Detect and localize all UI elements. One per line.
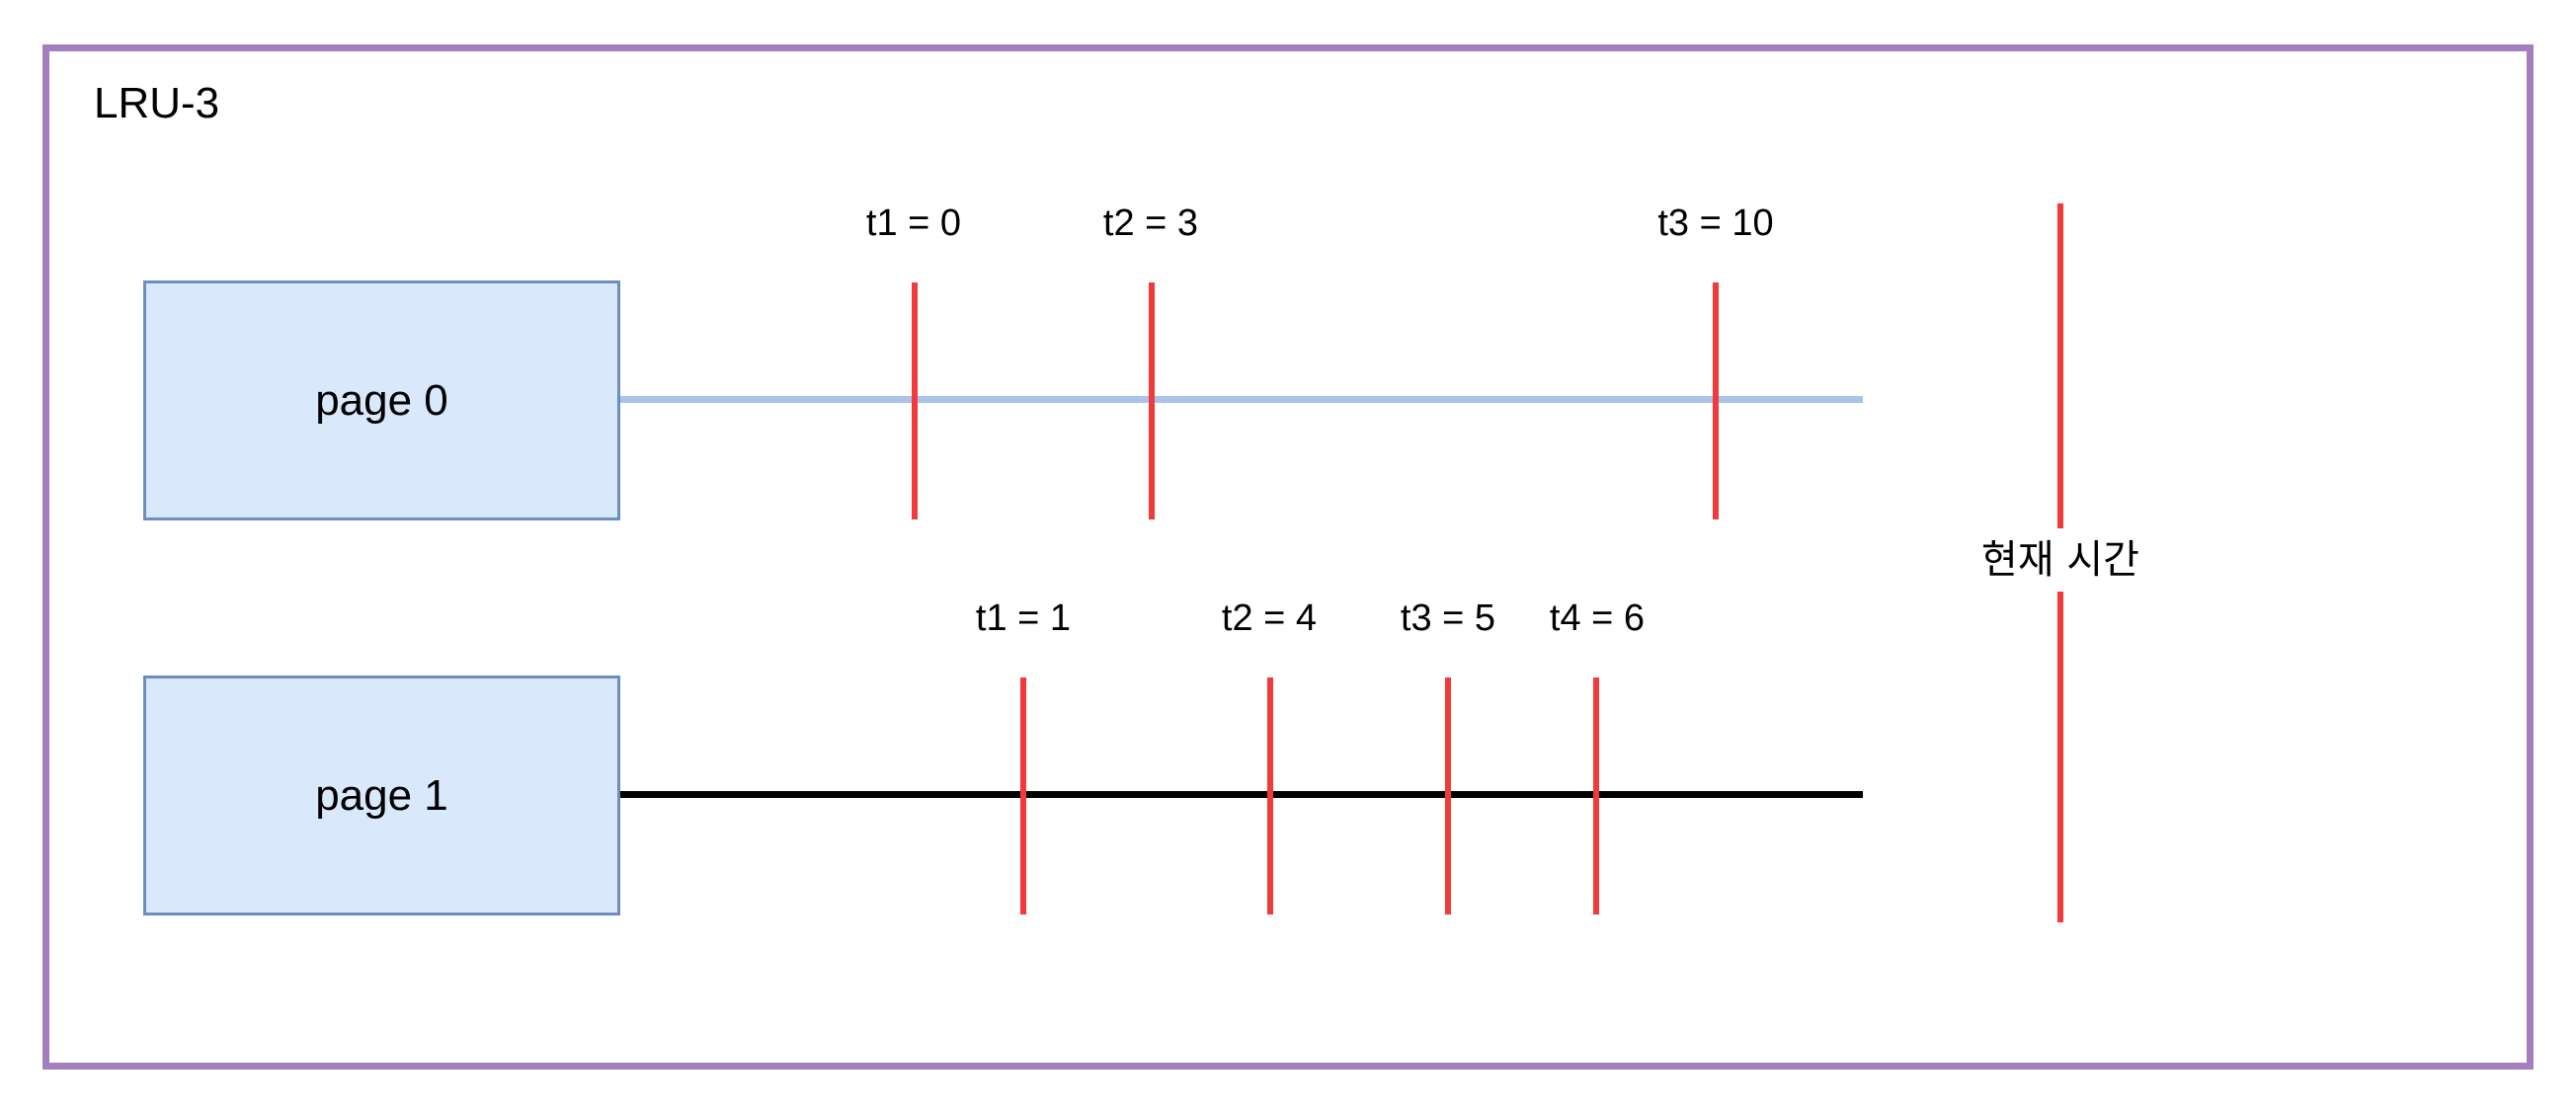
page-1-ref-label-1: t1 = 1 — [975, 597, 1072, 639]
page-0-ref-tick-3 — [1713, 282, 1719, 519]
page-1-ref-tick-2 — [1267, 677, 1273, 915]
page-1-timeline — [620, 791, 1863, 798]
page-0-ref-tick-1 — [912, 282, 918, 519]
page-label-1: page 1 — [315, 770, 448, 820]
page-box-1: page 1 — [143, 676, 620, 915]
page-0-ref-tick-2 — [1149, 282, 1155, 519]
page-1-ref-tick-1 — [1020, 677, 1026, 915]
page-box-0: page 0 — [143, 280, 620, 520]
current-time-label: 현재 시간 — [1977, 528, 2143, 592]
page-0-timeline — [620, 396, 1863, 403]
diagram-frame — [42, 44, 2534, 1070]
page-0-ref-label-3: t3 = 10 — [1657, 202, 1774, 244]
page-1-ref-label-2: t2 = 4 — [1221, 597, 1318, 639]
diagram-title: LRU-3 — [94, 79, 220, 127]
page-1-ref-label-4: t4 = 6 — [1549, 597, 1646, 639]
page-0-ref-label-1: t1 = 0 — [865, 202, 962, 244]
page-0-ref-label-2: t2 = 3 — [1102, 202, 1199, 244]
page-1-ref-tick-3 — [1445, 677, 1451, 915]
page-1-ref-tick-4 — [1593, 677, 1599, 915]
page-1-ref-label-3: t3 = 5 — [1400, 597, 1496, 639]
page-label-0: page 0 — [315, 375, 448, 425]
